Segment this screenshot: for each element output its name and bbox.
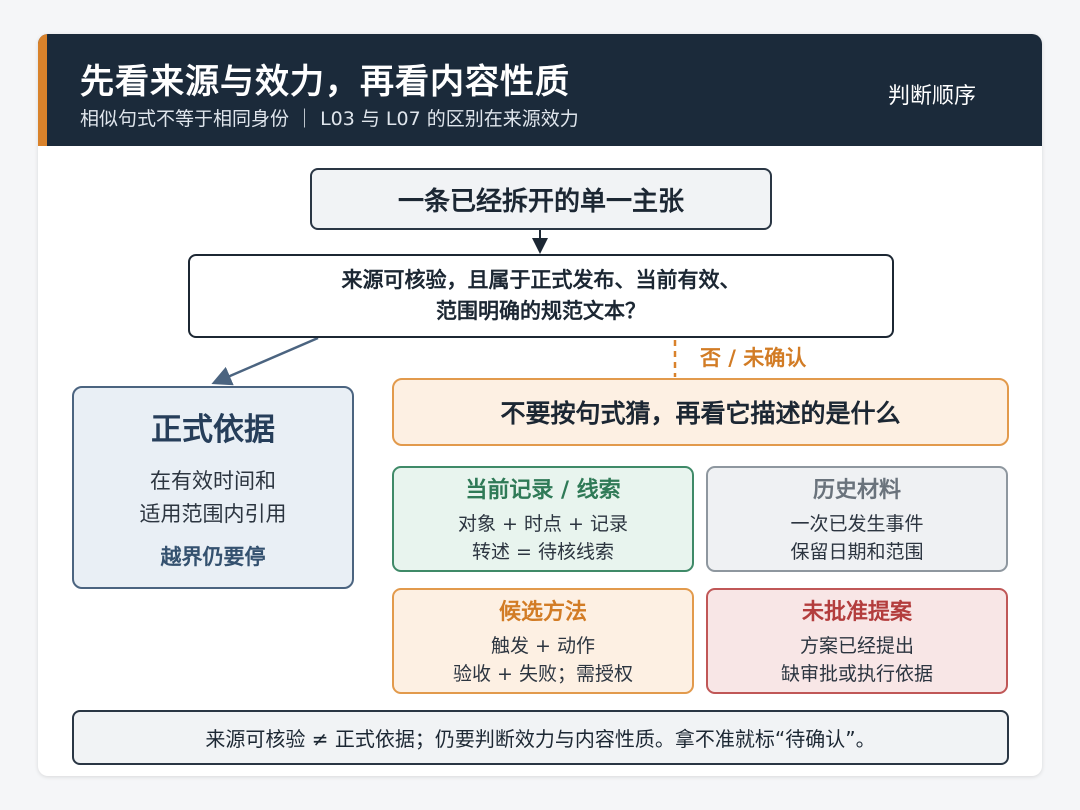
page-subtitle: 相似句式不等于相同身份 ｜ L03 与 L07 的区别在来源效力 [80, 108, 579, 130]
header-bar: 先看来源与效力，再看内容性质 相似句式不等于相同身份 ｜ L03 与 L07 的… [38, 34, 1042, 146]
method-heading: 候选方法 [498, 600, 587, 625]
content-nature-box: 不要按句式猜，再看它描述的是什么 [392, 378, 1009, 446]
formal-basis-box: 正式依据 在有效时间和 适用范围内引用 越界仍要停 [72, 386, 354, 589]
formal-heading: 正式依据 [151, 412, 275, 448]
content-nature-text: 不要按句式猜，再看它描述的是什么 [500, 399, 901, 428]
proposal-line-1: 方案已经提出 [799, 635, 914, 657]
method-line-1: 触发 + 动作 [491, 635, 595, 657]
proposal-heading: 未批准提案 [801, 600, 912, 625]
start-claim-box: 一条已经拆开的单一主张 [310, 168, 772, 230]
formal-line-2: 适用范围内引用 [139, 502, 287, 526]
current-record-box: 当前记录 / 线索 对象 + 时点 + 记录 转述 = 待核线索 [392, 466, 694, 572]
current-record-line-2: 转述 = 待核线索 [472, 541, 614, 563]
no-branch-label: 否 / 未确认 [700, 346, 807, 370]
proposal-line-2: 缺审批或执行依据 [780, 663, 933, 685]
source-question-box: 来源可核验，且属于正式发布、当前有效、 范围明确的规范文本？ [188, 254, 894, 338]
unapproved-proposal-box: 未批准提案 方案已经提出 缺审批或执行依据 [706, 588, 1008, 694]
history-line-2: 保留日期和范围 [790, 541, 924, 563]
history-material-box: 历史材料 一次已发生事件 保留日期和范围 [706, 466, 1008, 572]
current-record-line-1: 对象 + 时点 + 记录 [458, 513, 628, 535]
header-accent-stripe [38, 34, 47, 146]
connector-layer [211, 230, 677, 386]
method-line-2: 验收 + 失败；需授权 [453, 663, 633, 685]
current-record-heading: 当前记录 / 线索 [465, 478, 621, 503]
question-line-2: 范围明确的规范文本？ [436, 299, 646, 323]
start-claim-text: 一条已经拆开的单一主张 [397, 186, 684, 217]
question-line-1: 来源可核验，且属于正式发布、当前有效、 [341, 268, 741, 292]
summary-footer-box: 来源可核验 ≠ 正式依据；仍要判断效力与内容性质。拿不准就标“待确认”。 [72, 710, 1009, 765]
history-line-1: 一次已发生事件 [790, 513, 924, 535]
section-tag: 判断顺序 [887, 84, 976, 109]
history-heading: 历史材料 [812, 478, 901, 503]
summary-footer-text: 来源可核验 ≠ 正式依据；仍要判断效力与内容性质。拿不准就标“待确认”。 [205, 727, 876, 751]
slide-card: 先看来源与效力，再看内容性质 相似句式不等于相同身份 ｜ L03 与 L07 的… [38, 34, 1042, 776]
formal-line-1: 在有效时间和 [150, 469, 276, 493]
page-title: 先看来源与效力，再看内容性质 [80, 62, 570, 102]
candidate-method-box: 候选方法 触发 + 动作 验收 + 失败；需授权 [392, 588, 694, 694]
formal-stop-note: 越界仍要停 [160, 545, 266, 569]
arrow-yes-to-formal [211, 336, 319, 386]
